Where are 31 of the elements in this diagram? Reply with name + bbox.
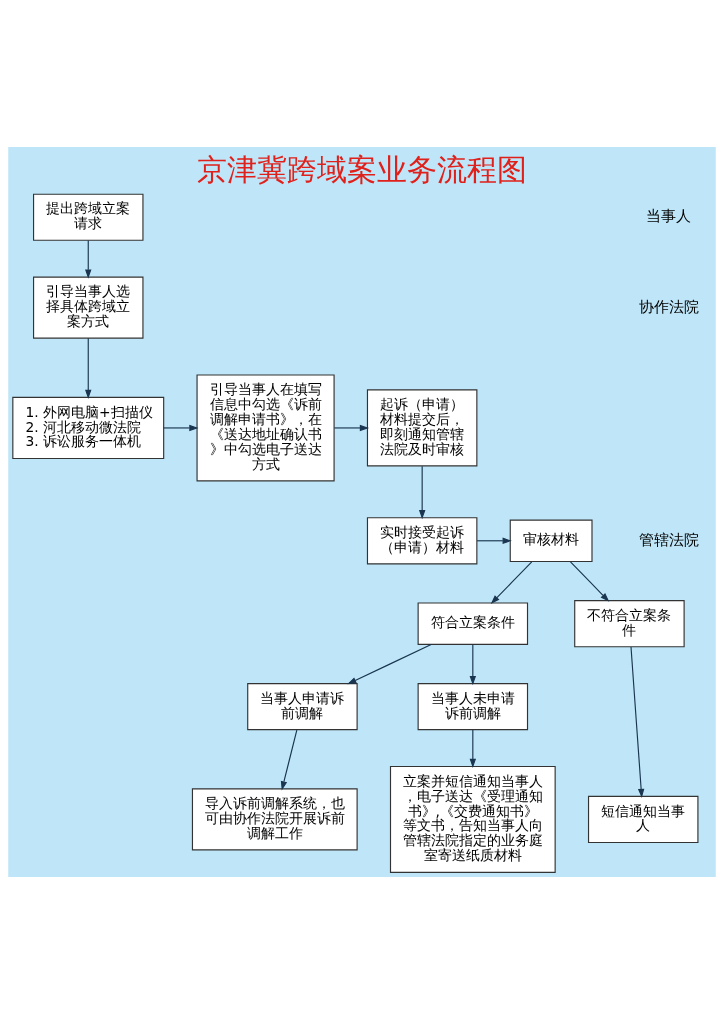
arrow	[490, 561, 533, 605]
arrow	[469, 644, 477, 686]
label: 管辖法院	[638, 530, 699, 549]
node-box: 实时接受起诉（申请）材料	[366, 517, 478, 565]
arrow	[469, 729, 477, 768]
node-box: 审核材料	[509, 519, 593, 563]
node-box: 符合立案条件	[417, 602, 529, 645]
node-box: 引导当事人在填写信息中勾选《诉前调解申请书》，在《送达地址确认书》中勾选电子送达方式	[196, 374, 335, 482]
node-box: 1. 外网电脑+扫描仪 2. 河北移动微法院 3. 诉讼服务一体机	[12, 396, 165, 460]
node-box: 当事人未申请诉前调解	[417, 683, 529, 731]
diagram-title: 京津冀跨域案业务流程图	[197, 152, 527, 188]
node-box: 短信通知当事人	[587, 795, 699, 844]
arrow	[347, 643, 432, 685]
node-box: 立案并短信通知当事人，电子送达《受理通知书》,《交费通知书》等文书，告知当事人向管辖法院指定的业务庭室寄送纸质材料	[389, 765, 556, 873]
arrow	[333, 424, 370, 432]
label: 当事人	[646, 207, 692, 226]
label: 协作法院	[638, 297, 699, 316]
node-box: 不符合立案条件	[574, 600, 685, 648]
arrow	[630, 646, 645, 799]
arrow	[476, 537, 512, 544]
node-box: 提出跨域立案请求	[33, 193, 144, 241]
arrow	[85, 337, 92, 399]
node-box: 当事人申请诉前调解	[247, 683, 358, 731]
arrow	[418, 465, 426, 520]
node-box: 引导当事人选择具体跨域立案方式	[33, 276, 144, 339]
arrow	[569, 561, 610, 602]
arrow	[85, 240, 92, 279]
node-box: 导入诉前调解系统，也可由协作法院开展诉前调解工作	[191, 788, 358, 851]
arrow	[163, 424, 199, 432]
node-box: 起诉（申请）材料提交后，即刻通知管辖法院及时审核	[366, 389, 478, 467]
arrow	[280, 729, 298, 791]
